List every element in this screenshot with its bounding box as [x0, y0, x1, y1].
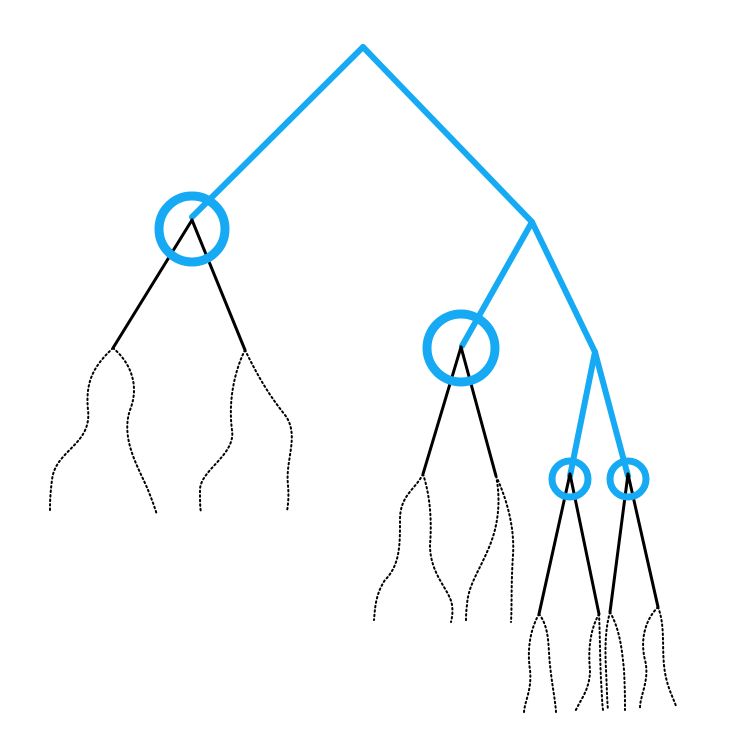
- dotted-path-c-2: [538, 613, 557, 713]
- dotted-path-a-4: [244, 349, 293, 512]
- node-ring-c: [548, 457, 592, 501]
- highlight-edge-n1-to-n2: [529, 219, 598, 355]
- highlight-edge-n1-to-b: [459, 219, 535, 349]
- dotted-path-d-4: [657, 606, 677, 707]
- branch-edge-b-left: [421, 345, 463, 476]
- dotted-path-c-1: [523, 613, 540, 713]
- branch-edge-a-left: [111, 218, 194, 350]
- circled-nodes: [154, 191, 650, 501]
- dotted-path-a-2: [112, 347, 158, 516]
- highlight-edge-n2-to-c: [567, 349, 598, 479]
- dotted-path-b-3: [465, 475, 500, 623]
- highlighted-path: [189, 44, 631, 479]
- highlight-edge-root-to-a: [189, 44, 366, 220]
- node-ring-b: [422, 309, 500, 387]
- dotted-path-a-3: [198, 349, 246, 513]
- highlight-edge-n2-to-d: [592, 349, 631, 479]
- node-ring-d: [606, 457, 650, 501]
- subtree-branches: [111, 218, 660, 616]
- dotted-path-c-4: [598, 613, 604, 711]
- dotted-path-b-1: [373, 473, 424, 621]
- branch-edge-a-right: [190, 218, 247, 352]
- dotted-path-d-1: [604, 611, 611, 711]
- dotted-path-a-1: [49, 347, 114, 511]
- dotted-path-d-2: [609, 611, 626, 711]
- dotted-path-b-2: [422, 473, 454, 623]
- node-ring-a: [154, 191, 230, 267]
- dotted-path-b-4: [495, 475, 515, 623]
- dotted-path-c-3: [574, 613, 600, 713]
- continuation-paths: [49, 347, 677, 713]
- highlight-edge-root-to-n1: [360, 44, 535, 225]
- dotted-path-d-3: [639, 606, 659, 709]
- branch-edge-b-right: [459, 345, 498, 478]
